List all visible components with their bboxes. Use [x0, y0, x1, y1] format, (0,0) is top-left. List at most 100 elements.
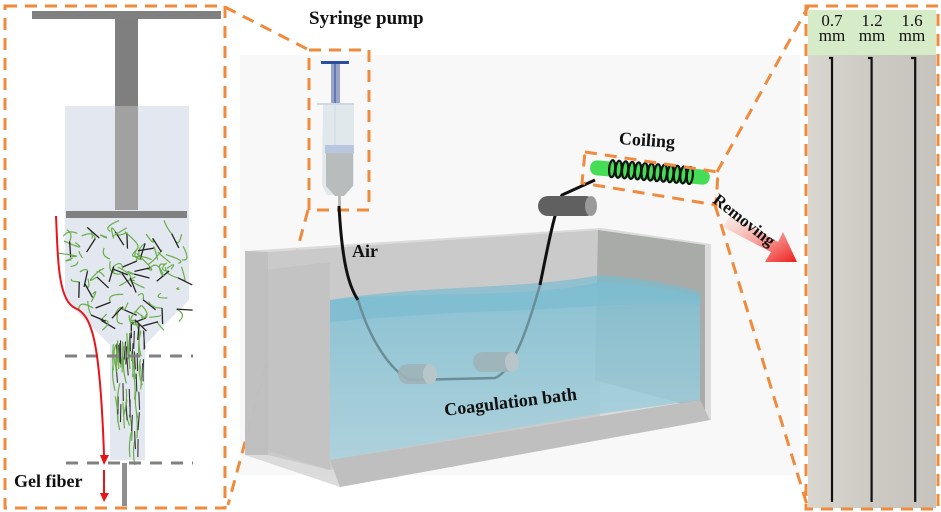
diameter-unit: mm [818, 26, 846, 45]
diameter-unit: mm [858, 26, 886, 45]
aligned-short-fiber [130, 414, 133, 433]
aligned-fiber [115, 340, 119, 367]
short-fiber [139, 243, 146, 259]
fiber-strand [157, 292, 168, 299]
diameter-label-2: 1.2 mm [852, 11, 892, 45]
short-fiber [133, 273, 150, 279]
fiber-strand [70, 278, 80, 283]
tank-left-wall [265, 262, 330, 470]
short-fiber [111, 306, 124, 319]
aligned-short-fiber [118, 344, 121, 363]
short-fiber [101, 320, 116, 330]
fiber-strand [132, 249, 141, 258]
aligned-fiber [128, 430, 133, 458]
fiber-strand [161, 262, 170, 272]
photo-connector-bottom [713, 204, 810, 509]
fiber-strand [117, 266, 132, 279]
aligned-fiber [138, 330, 142, 357]
fiber-strand [153, 246, 159, 260]
aligned-fiber [122, 357, 127, 384]
short-fiber [121, 273, 132, 288]
short-fiber [142, 299, 157, 311]
diameter-header [808, 10, 936, 55]
aligned-fiber [138, 363, 143, 390]
fiber-strand [176, 308, 184, 323]
syringe-barrel [65, 106, 189, 460]
gel-fiber-strand [122, 463, 127, 506]
short-fiber [137, 323, 140, 341]
aligned-short-fiber [134, 431, 137, 450]
diameter-unit: mm [898, 26, 926, 45]
short-fiber [86, 226, 100, 239]
syringe-fluid [326, 153, 353, 196]
fiber-strand [79, 268, 89, 273]
short-fiber [156, 270, 170, 282]
aligned-fiber [116, 382, 121, 410]
photo-connector-top [715, 6, 810, 173]
aligned-short-fiber [123, 341, 127, 360]
short-fiber [84, 283, 94, 298]
coiled-fiber [911, 56, 917, 502]
fiber-strand [141, 313, 148, 320]
short-fiber [161, 308, 164, 325]
fiber-strand [101, 319, 109, 331]
fiber-strand [130, 304, 142, 322]
left-callout-border [3, 4, 227, 510]
fiber-in-bath [356, 284, 542, 382]
short-fiber [78, 281, 80, 298]
fiber-strand [90, 291, 97, 303]
removing-arrow [723, 215, 797, 262]
aligned-short-fiber [142, 359, 145, 378]
fiber-strand [164, 267, 179, 279]
aligned-short-fiber [126, 357, 129, 376]
aligned-short-fiber [135, 373, 138, 392]
short-fiber [83, 271, 89, 288]
coiled-fiber [829, 56, 834, 502]
fiber-strand [136, 252, 153, 271]
roller-1 [398, 364, 437, 384]
aligned-short-fiber [137, 412, 140, 431]
fiber-strand [116, 313, 123, 325]
water-surface [330, 275, 700, 322]
diameter-value: 1.2 [861, 11, 883, 30]
short-fiber [126, 232, 129, 249]
aligned-short-fiber [133, 330, 135, 349]
tank-front-base [330, 400, 710, 487]
aligned-short-fiber [133, 351, 137, 370]
gel-fiber-label: Gel fiber [14, 471, 83, 491]
aligned-short-fiber [142, 330, 146, 349]
short-fiber [176, 308, 193, 311]
fiber-strand [165, 253, 182, 264]
fiber-strand [176, 287, 180, 291]
fiber-strand [57, 252, 78, 258]
syringe-piston [325, 145, 354, 153]
left-callout-panel [3, 4, 227, 510]
plunger-rod-inside [115, 106, 138, 210]
fiber-strand [66, 229, 72, 242]
fiber-strand [87, 300, 92, 316]
fiber-strand [138, 242, 146, 256]
fiber-strand [70, 261, 79, 268]
fiber-strand [113, 263, 124, 269]
fiber-strand [124, 231, 139, 248]
right-callout-border [804, 4, 940, 511]
fiber-strand [111, 227, 127, 237]
fiber-strand [141, 304, 148, 319]
fiber-strand [107, 219, 120, 232]
short-fiber [129, 277, 137, 293]
fiber-strand [78, 303, 94, 310]
fiber-strand [127, 270, 135, 275]
fiber-strand [62, 231, 78, 237]
short-fiber [96, 276, 110, 289]
diameter-label-1: 0.7 mm [812, 11, 852, 45]
fiber-strand [109, 293, 124, 303]
fiber-in-air [337, 205, 360, 301]
fiber-strand [137, 293, 145, 300]
fiber-strand [181, 245, 188, 261]
fiber-strand [149, 264, 165, 278]
diameter-value: 0.7 [821, 11, 843, 30]
fiber-strand [148, 301, 163, 309]
fiber-strand [65, 257, 73, 262]
short-fiber [142, 321, 159, 327]
